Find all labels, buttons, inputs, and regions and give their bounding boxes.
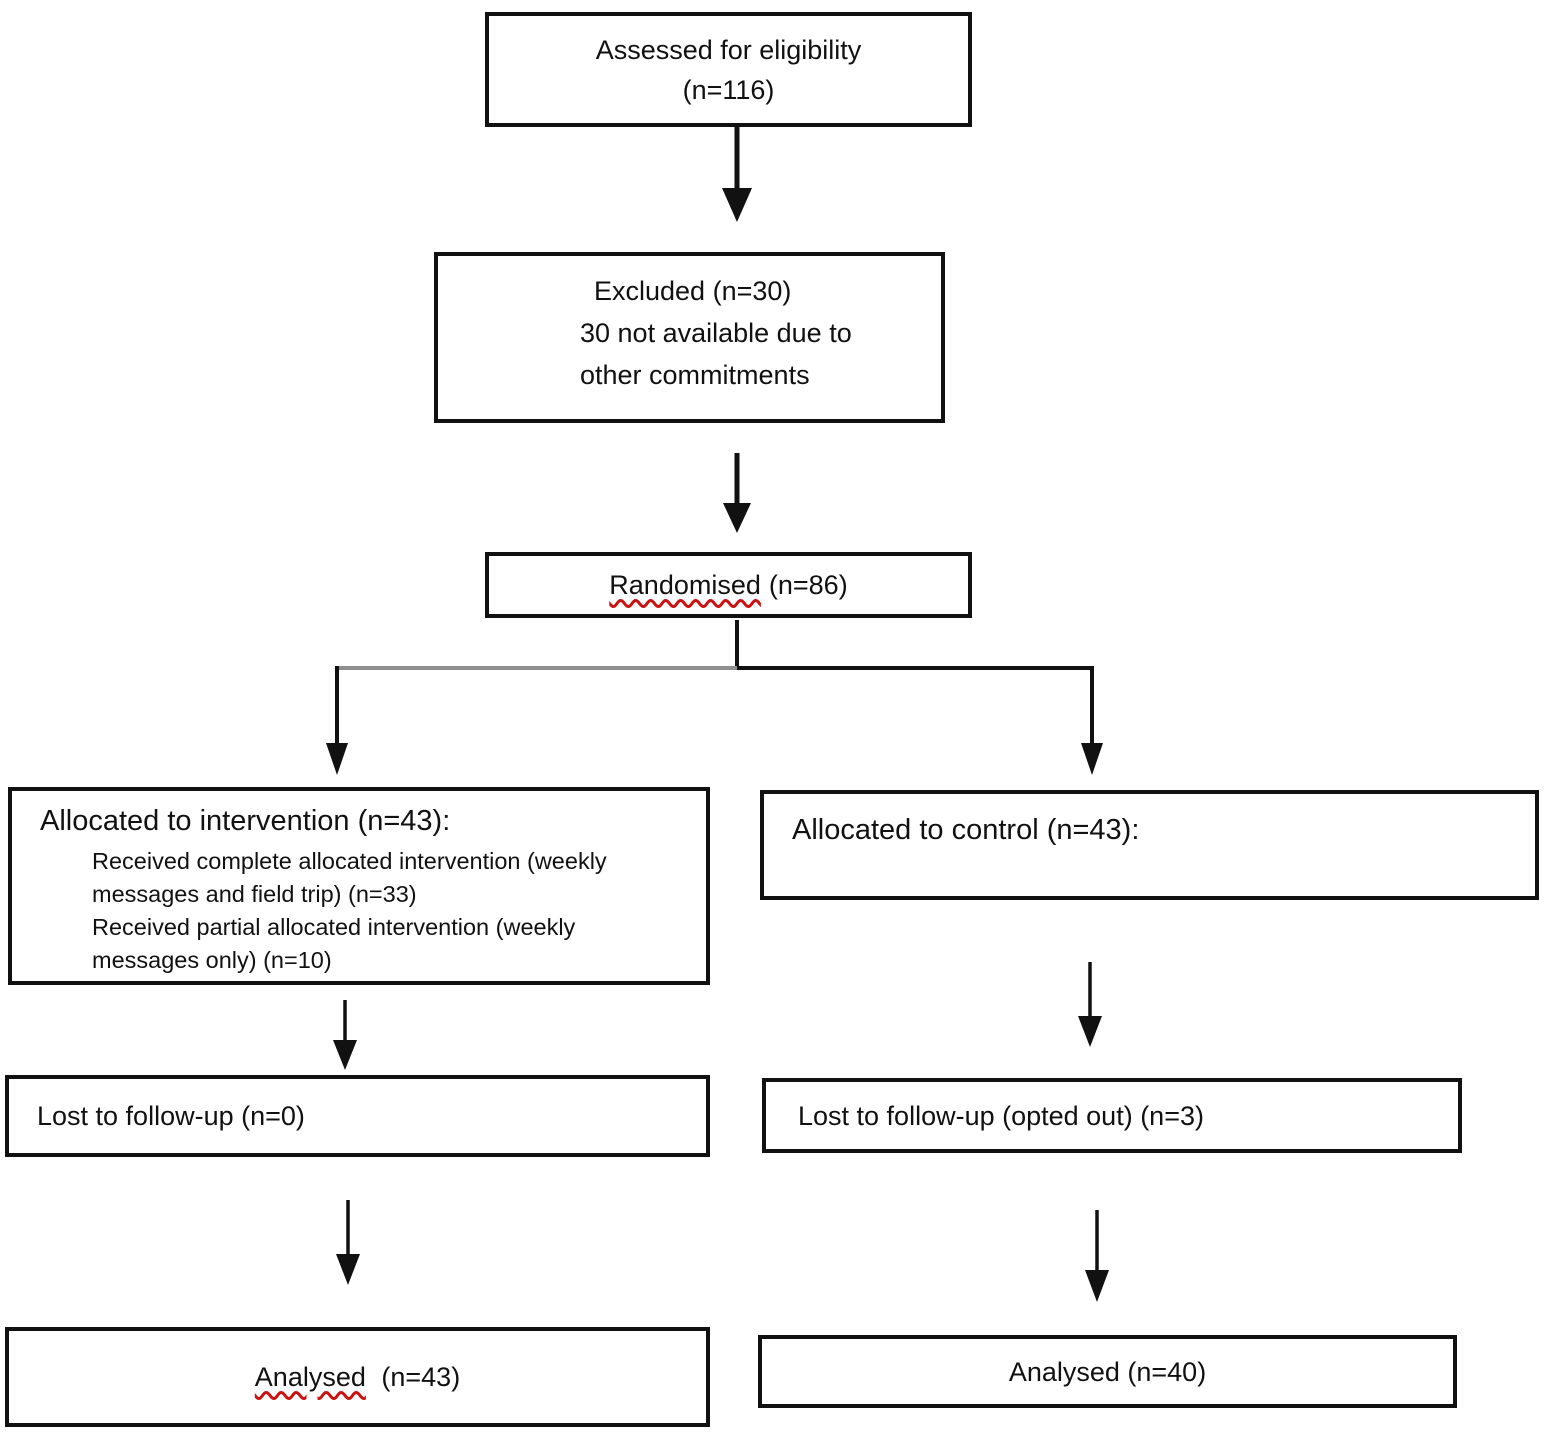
excluded-box: Excluded (n=30) 30 not available due to … (434, 252, 945, 423)
arrow-intervention-to-lost (333, 1000, 357, 1070)
lost-to-follow-up-intervention-box: Lost to follow-up (n=0) (5, 1075, 710, 1157)
allocated-control-box: Allocated to control (n=43): (760, 790, 1539, 900)
randomised-box: Randomised (n=86) (485, 552, 972, 618)
lost-to-follow-up-control-box: Lost to follow-up (opted out) (n=3) (762, 1078, 1462, 1153)
arrow-branch-to-control (1081, 666, 1103, 775)
assessed-label: Assessed for eligibility (595, 34, 862, 65)
intervention-detail-line: Received complete allocated intervention… (92, 848, 607, 874)
lost-intervention-label: Lost to follow-up (n=0) (37, 1101, 305, 1131)
excluded-reason-line1: 30 not available due to (580, 318, 852, 348)
arrow-lost-to-analysed-intervention (336, 1200, 360, 1285)
arrow-excluded-to-randomised (723, 453, 751, 533)
analysed-intervention-box: Analysed (n=43) (5, 1327, 710, 1427)
assessed-for-eligibility-box: Assessed for eligibility (n=116) (485, 12, 972, 127)
allocated-control-heading: Allocated to control (n=43): (792, 814, 1140, 846)
excluded-reason-line2: other commitments (580, 360, 810, 390)
allocated-intervention-details: Received complete allocated intervention… (92, 845, 698, 977)
connector-randomised-branch (337, 620, 1092, 670)
arrow-assessed-to-excluded (722, 127, 752, 222)
allocated-intervention-box: Allocated to intervention (n=43): Receiv… (8, 787, 710, 985)
intervention-detail-line: messages and field trip) (n=33) (92, 881, 417, 907)
randomised-count: (n=86) (768, 570, 848, 600)
analysed-control-label: Analysed (n=40) (1008, 1356, 1207, 1387)
intervention-detail-line: Received partial allocated intervention … (92, 914, 576, 940)
lost-control-label: Lost to follow-up (opted out) (n=3) (798, 1100, 1204, 1131)
excluded-label: Excluded (n=30) (594, 276, 792, 306)
assessed-count: (n=116) (682, 74, 775, 105)
intervention-detail-line: messages only) (n=10) (92, 947, 332, 973)
analysed-control-box: Analysed (n=40) (758, 1335, 1457, 1408)
analysed-intervention-label: Analysed (n=43) (255, 1357, 460, 1397)
analysed-intervention-count: (n=43) (381, 1362, 461, 1392)
arrow-lost-to-analysed-control (1085, 1210, 1109, 1302)
analysed-label-misspell-underline: Analysed (254, 1362, 366, 1392)
randomised-label-misspell-underline: Randomised (609, 570, 761, 600)
arrow-branch-to-intervention (326, 666, 348, 775)
arrow-control-to-lost (1078, 962, 1102, 1047)
allocated-intervention-heading: Allocated to intervention (n=43): (40, 805, 451, 837)
